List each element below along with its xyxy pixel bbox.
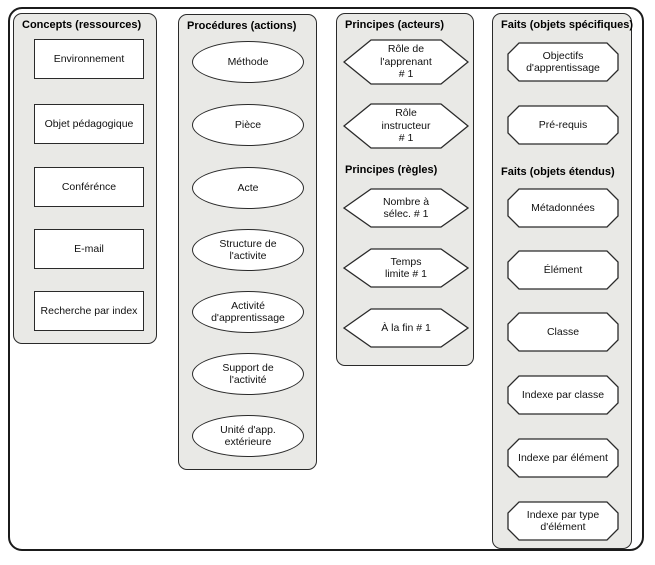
node-label: Unité d'app. extérieure (220, 423, 276, 449)
node-label: Recherche par index (40, 304, 138, 317)
node-label: Temps limite # 1 (384, 255, 427, 281)
node-label: Support de l'activité (222, 361, 274, 387)
node-role-instructeur: Rôle instructeur # 1 (343, 103, 469, 149)
node-pre-requis: Pré-requis (507, 105, 619, 145)
node-label: Conférénce (61, 180, 117, 193)
octagon-shape (507, 250, 619, 290)
panel-title-procedures: Procédures (actions) (187, 20, 297, 32)
node-label: Pré-requis (538, 118, 588, 131)
node-temps-limite: Temps limite # 1 (343, 248, 469, 288)
hexagon-shape (343, 188, 469, 228)
node-label: Pièce (234, 118, 262, 131)
node-label: Classe (546, 325, 580, 338)
sub-title-faits-etendus: Faits (objets étendus) (501, 166, 615, 178)
node-conference: Conférénce (34, 167, 144, 207)
node-methode: Méthode (192, 41, 304, 83)
octagon-shape (507, 375, 619, 415)
node-indexe-par-classe: Indexe par classe (507, 375, 619, 415)
octagon-shape (507, 501, 619, 541)
panel-faits: Faits (objets spécifiques) Objectifs d'a… (492, 13, 634, 549)
node-a-la-fin: À la fin # 1 (343, 308, 469, 348)
node-label: E-mail (74, 242, 104, 255)
node-label: Indexe par type d'élément (526, 508, 600, 534)
node-label: Rôle de l'apprenant # 1 (380, 43, 432, 81)
node-label: Élément (543, 263, 583, 276)
octagon-shape (507, 105, 619, 145)
node-indexe-par-element: Indexe par élément (507, 438, 619, 478)
node-label: Indexe par classe (521, 388, 605, 401)
node-label: Rôle instructeur # 1 (381, 107, 431, 145)
node-indexe-par-type-element: Indexe par type d'élément (507, 501, 619, 541)
octagon-shape (507, 438, 619, 478)
node-recherche-par-index: Recherche par index (34, 291, 144, 331)
node-label: Méthode (227, 55, 269, 68)
node-label: Activité d'apprentissage (211, 299, 285, 325)
hexagon-shape (343, 308, 469, 348)
sub-title-principes-regles: Principes (règles) (345, 164, 438, 176)
panel-title-faits: Faits (objets spécifiques) (501, 19, 634, 31)
node-email: E-mail (34, 229, 144, 269)
node-environnement: Environnement (34, 39, 144, 79)
node-label: Indexe par élément (518, 451, 608, 464)
panel-concepts: Concepts (ressources) Environnement Obje… (13, 13, 157, 344)
node-element: Élément (507, 250, 619, 290)
node-acte: Acte (192, 167, 304, 209)
panel-principes: Principes (acteurs) Rôle de l'apprenant … (336, 13, 474, 366)
node-objectifs-apprentissage: Objectifs d'apprentissage (507, 42, 619, 82)
hexagon-shape (343, 248, 469, 288)
node-label: Objet pédagogique (44, 117, 134, 130)
node-label: Environnement (53, 52, 125, 65)
node-support-activite: Support de l'activité (192, 353, 304, 395)
octagon-shape (507, 42, 619, 82)
node-label: Objectifs d'apprentissage (526, 49, 600, 75)
node-structure-activite: Structure de l'activite (192, 229, 304, 271)
node-unite-app-exterieure: Unité d'app. extérieure (192, 415, 304, 457)
node-classe: Classe (507, 312, 619, 352)
node-label: Structure de l'activite (219, 237, 277, 263)
panel-title-principes: Principes (acteurs) (345, 19, 445, 31)
node-piece: Pièce (192, 104, 304, 146)
node-metadonnees: Métadonnées (507, 188, 619, 228)
hexagon-shape (343, 103, 469, 149)
octagon-shape (507, 188, 619, 228)
node-objet-pedagogique: Objet pédagogique (34, 104, 144, 144)
node-role-apprenant: Rôle de l'apprenant # 1 (343, 39, 469, 85)
octagon-shape (507, 312, 619, 352)
hexagon-shape (343, 39, 469, 85)
node-label: À la fin # 1 (381, 321, 431, 334)
node-label: Métadonnées (531, 201, 595, 214)
panel-procedures: Procédures (actions) Méthode Pièce Acte … (178, 14, 317, 470)
node-nombre-a-selec: Nombre à sélec. # 1 (343, 188, 469, 228)
node-activite-apprentissage: Activité d'apprentissage (192, 291, 304, 333)
node-label: Acte (237, 181, 259, 194)
node-label: Nombre à sélec. # 1 (382, 195, 430, 221)
panel-title-concepts: Concepts (ressources) (22, 19, 142, 31)
